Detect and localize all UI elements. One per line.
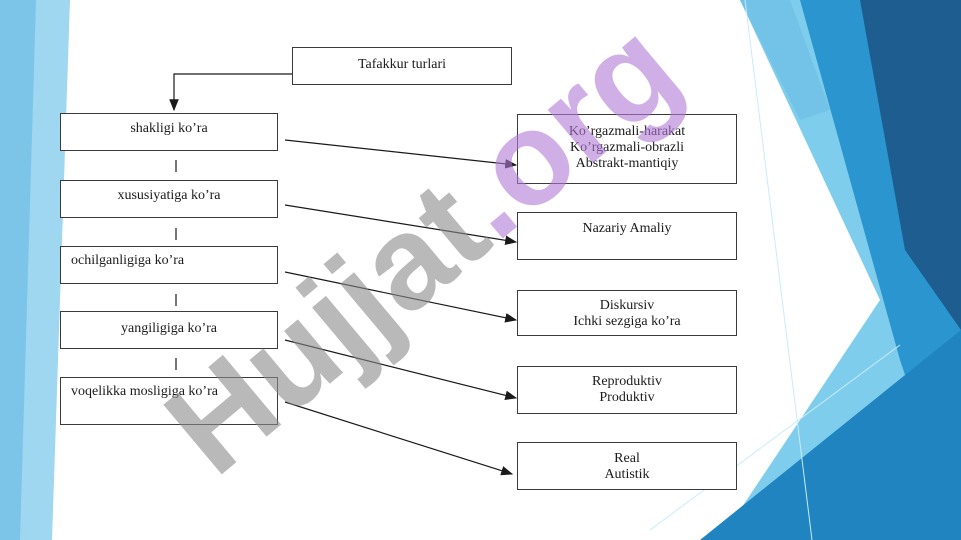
type-node-line: Diskursiv	[599, 298, 655, 313]
type-node-line: Ichki sezgiga ko’ra	[573, 314, 681, 329]
type-node-line: Abstrakt-mantiqiy	[575, 156, 679, 171]
category-node-label: voqelikka mosligiga ko’ra	[71, 384, 218, 399]
root-node-label: Tafakkur turlari	[357, 57, 447, 72]
arrow-shakl-to-type	[284, 139, 518, 169]
category-node-novelty: yangiligiga ko’ra	[60, 311, 278, 349]
type-node-4: Reproduktiv Produktiv	[517, 366, 737, 414]
category-node-reality: voqelikka mosligiga ko’ra	[60, 377, 278, 425]
type-node-line: Autistik	[604, 467, 650, 482]
type-node-line: Ko’rgazmali-obrazli	[569, 140, 685, 155]
arrow-yangilik-to-type	[284, 339, 518, 401]
root-node: Tafakkur turlari	[292, 47, 512, 85]
right-deco-dark	[860, 0, 961, 330]
category-node-label: xususiyatiga ko’ra	[117, 188, 221, 203]
root-to-category-connector	[169, 73, 292, 112]
arrow-ochilganlik-to-type	[284, 271, 518, 323]
left-deco-shade	[0, 0, 36, 540]
right-deco-line-2	[649, 344, 901, 531]
type-node-line: Nazariy Amaliy	[582, 221, 672, 236]
category-node-property: xususiyatiga ko’ra	[60, 180, 278, 218]
right-deco-bottom	[700, 330, 961, 540]
category-node-label: ochilganligiga ko’ra	[71, 253, 185, 268]
type-node-3: Diskursiv Ichki sezgiga ko’ra	[517, 290, 737, 336]
category-node-openness: ochilganligiga ko’ra	[60, 246, 278, 284]
right-deco-line	[744, 0, 813, 540]
arrow-xususiyat-to-type	[284, 204, 518, 246]
category-node-form: shakligi ko’ra	[60, 113, 278, 151]
type-node-line: Real	[614, 451, 640, 466]
type-node-5: Real Autistik	[517, 442, 737, 490]
type-node-1: Ko’rgazmali-harakat Ko’rgazmali-obrazli …	[517, 114, 737, 184]
category-node-label: yangiligiga ko’ra	[120, 321, 218, 336]
type-node-line: Produktiv	[599, 390, 655, 405]
type-node-line: Ko’rgazmali-harakat	[568, 124, 686, 139]
right-deco-top-strip	[740, 0, 830, 120]
type-node-2: Nazariy Amaliy	[517, 212, 737, 260]
category-node-label: shakligi ko’ra	[130, 121, 208, 136]
type-node-line: Reproduktiv	[592, 374, 662, 389]
arrow-voqelik-to-type	[284, 401, 514, 476]
